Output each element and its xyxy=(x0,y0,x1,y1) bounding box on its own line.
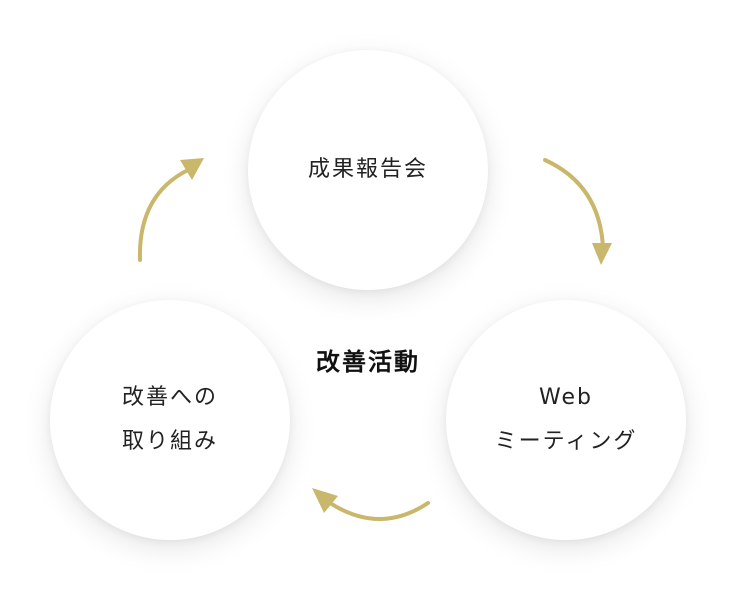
node-label-line: Web xyxy=(539,385,593,410)
node-label-line: 取り組み xyxy=(121,429,218,454)
arrowhead-top-to-right-icon xyxy=(592,243,612,265)
node-label-line: ミーティング xyxy=(494,429,638,454)
arrowhead-right-to-left-icon xyxy=(312,488,338,513)
arrow-right-to-left-icon xyxy=(328,501,430,521)
arrow-top-to-right-icon xyxy=(543,158,605,250)
node-results-meeting: 成果報告会 xyxy=(248,50,488,290)
node-label-line: 改善への xyxy=(121,385,218,410)
node-improvement-efforts: 改善への 取り組み xyxy=(50,300,290,540)
center-title: 改善活動 xyxy=(316,348,420,376)
node-label-line: 成果報告会 xyxy=(307,157,428,182)
arrowhead-left-to-top-icon xyxy=(180,158,204,180)
node-web-meeting: Web ミーティング xyxy=(446,300,686,540)
arrow-left-to-top-icon xyxy=(137,168,190,262)
